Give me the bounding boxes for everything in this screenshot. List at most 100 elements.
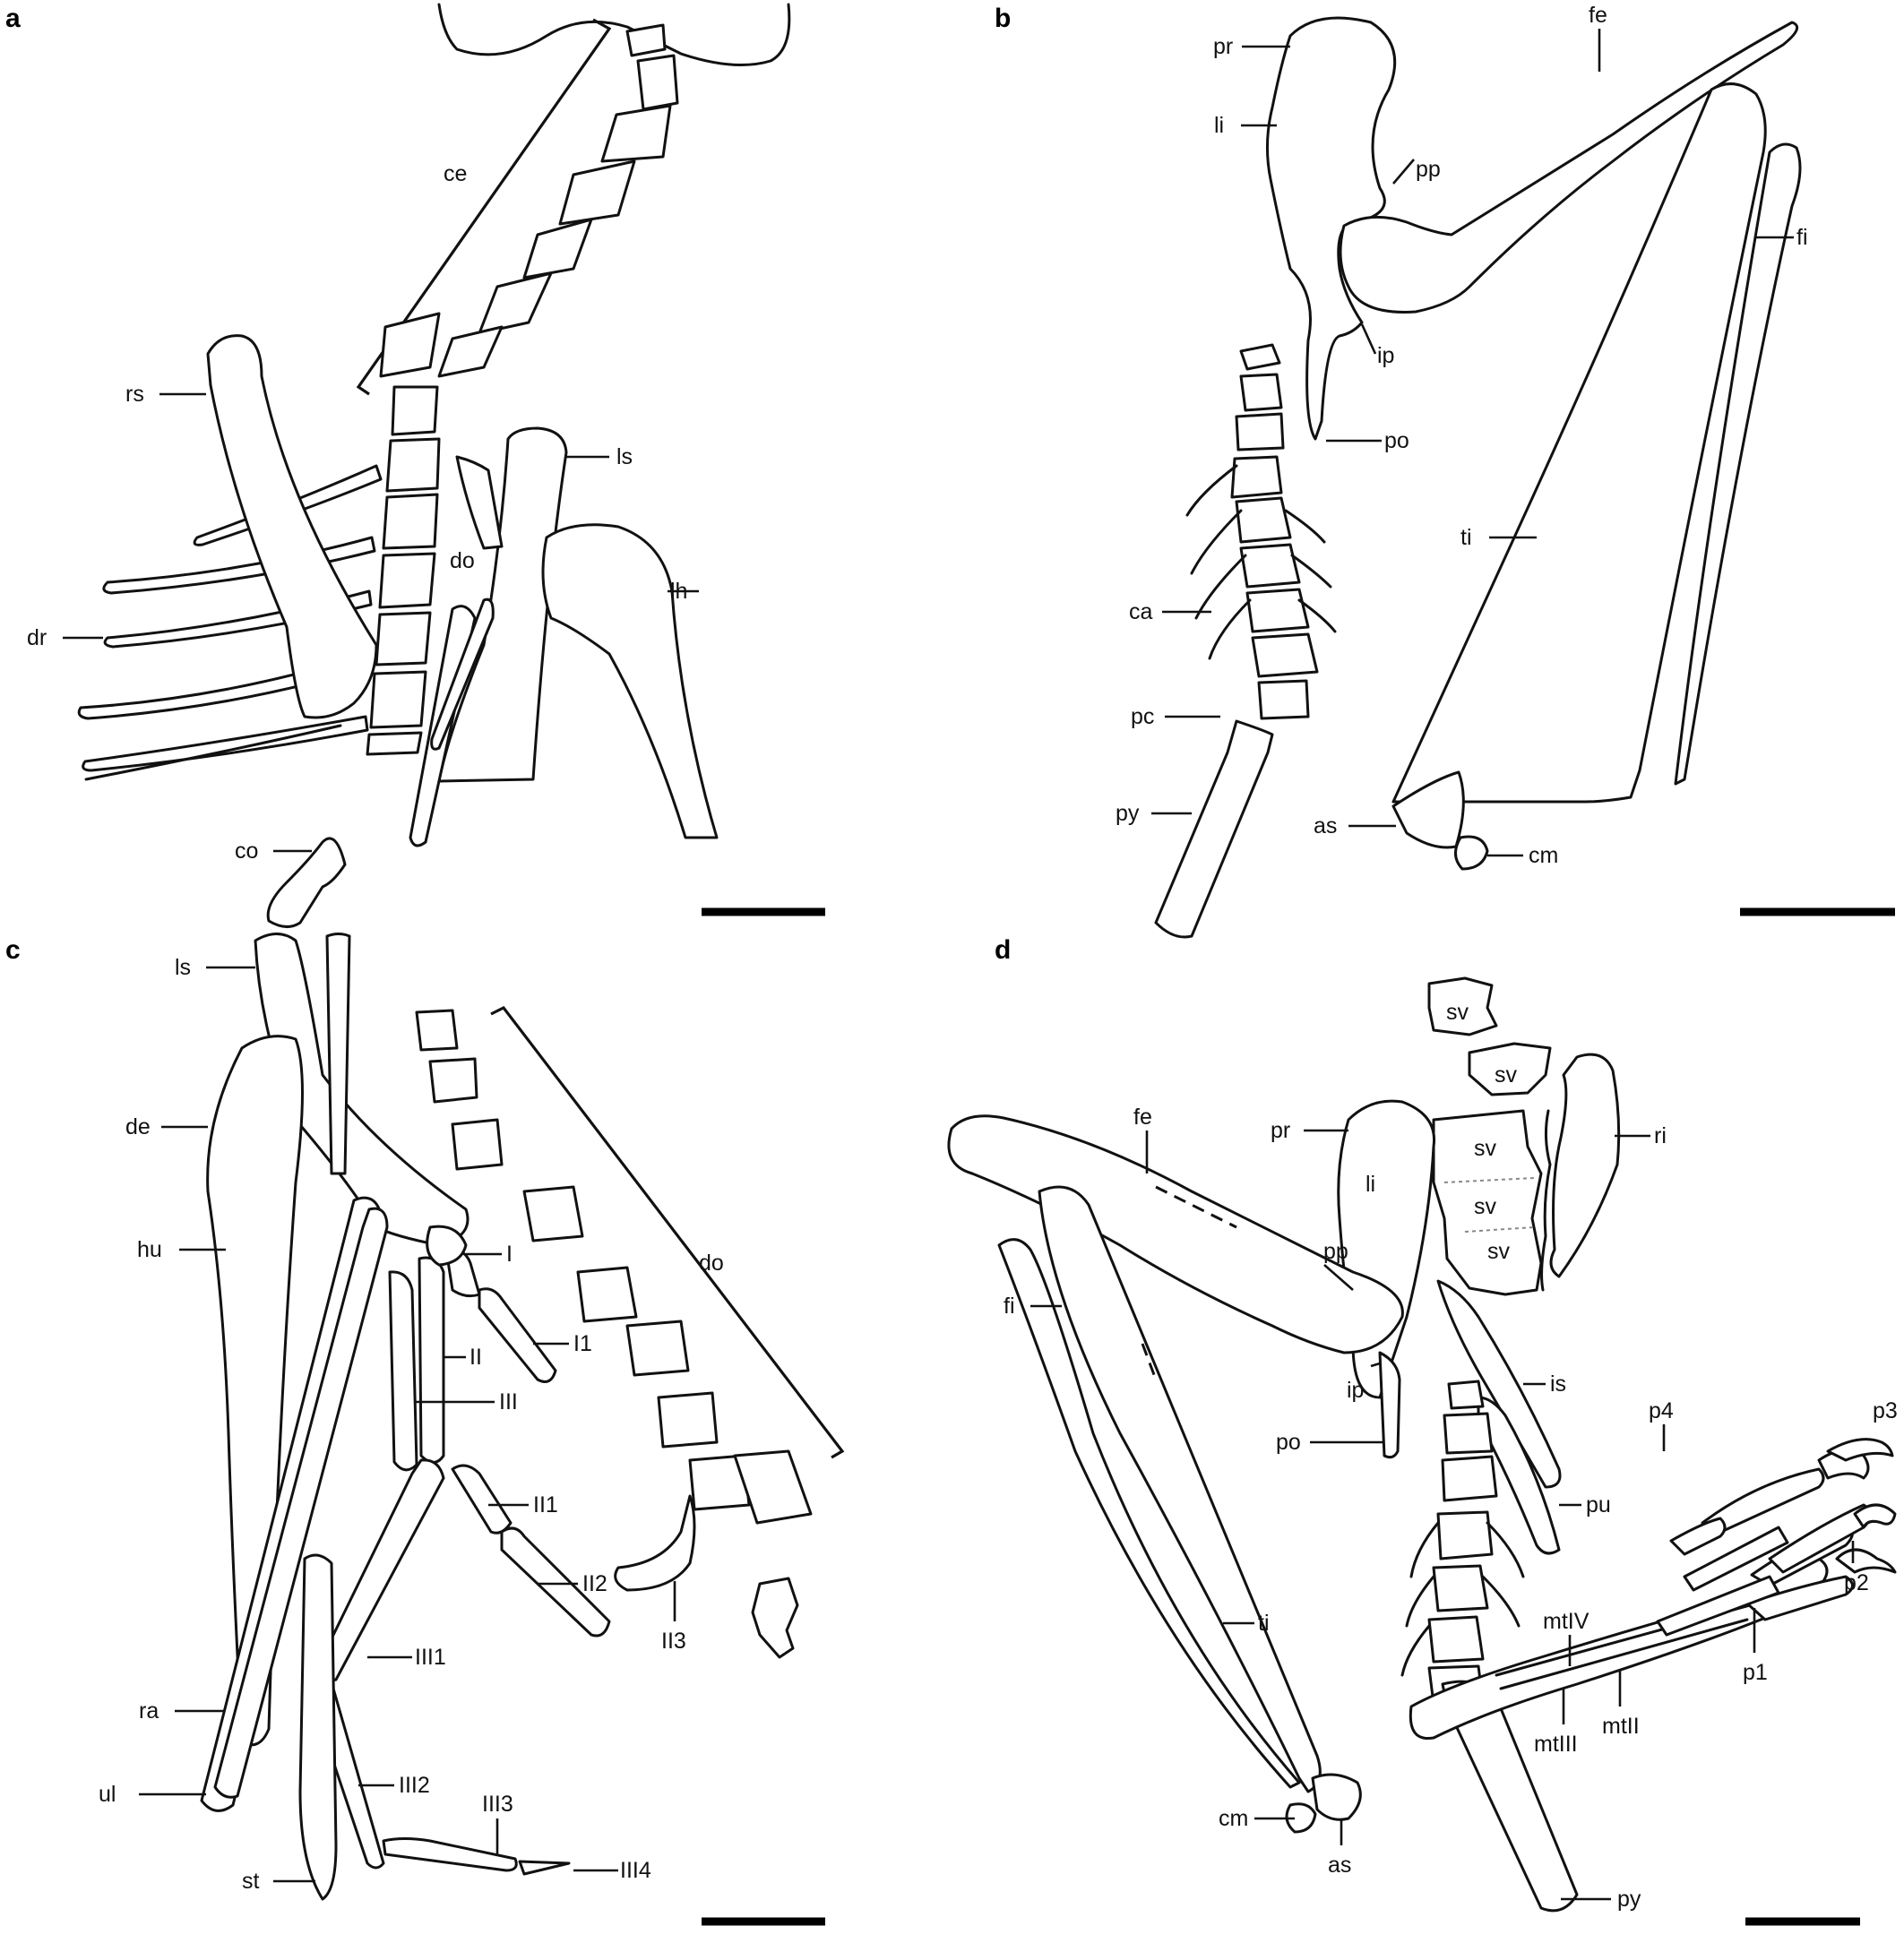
phalanx-II2 xyxy=(500,1526,611,1638)
phalanx-I1 xyxy=(478,1287,557,1383)
tibia xyxy=(1391,82,1767,804)
rib-d xyxy=(1549,1053,1621,1278)
label-sv-5: sv xyxy=(1487,1239,1511,1264)
femur xyxy=(1339,21,1799,314)
label-III: III xyxy=(499,1389,518,1414)
ungual-III4 xyxy=(518,1860,571,1876)
skull-outline xyxy=(437,3,791,66)
label-III3: III3 xyxy=(482,1792,513,1817)
tibia-dashed xyxy=(1141,1343,1158,1380)
label-st: st xyxy=(242,1869,260,1894)
coracoid xyxy=(266,837,347,928)
panel-b-labels: pr li pp fe fi ip po ti ca pc py as cm xyxy=(1116,3,1808,868)
ulna xyxy=(213,1207,389,1799)
label-I1: I1 xyxy=(573,1331,592,1356)
label-li: li xyxy=(1366,1172,1375,1197)
pes-digits xyxy=(1656,1438,1897,1637)
panel-b: b xyxy=(995,3,1895,939)
label-po: po xyxy=(1276,1430,1301,1455)
dorsal-bracket xyxy=(490,1005,845,1459)
panel-d: d xyxy=(947,935,1898,1926)
phalanx-III3 xyxy=(382,1837,518,1872)
label-mtIII: mtIII xyxy=(1534,1732,1578,1757)
label-pp: pp xyxy=(1323,1239,1348,1264)
label-as: as xyxy=(1328,1853,1351,1878)
label-p2: p2 xyxy=(1844,1570,1869,1595)
right-scapula xyxy=(206,334,378,719)
panel-c-labels: co ls de hu do I I1 II III II1 II2 II3 I… xyxy=(99,838,724,1894)
label-hu: hu xyxy=(137,1237,162,1262)
label-II2: II2 xyxy=(582,1571,607,1596)
cervical-bracket xyxy=(356,18,612,396)
label-fe: fe xyxy=(1133,1105,1152,1130)
synsacrum xyxy=(1432,1109,1543,1296)
clavicle-element xyxy=(455,455,504,550)
pygostyle xyxy=(1154,719,1274,939)
dorsal-vertebrae-c xyxy=(415,1009,813,1659)
metacarpal-II xyxy=(418,1256,445,1464)
label-de: de xyxy=(125,1114,151,1139)
label-ca: ca xyxy=(1129,599,1153,624)
phalanx-II1 xyxy=(451,1464,513,1535)
label-ra: ra xyxy=(139,1698,159,1724)
left-scapula xyxy=(437,426,568,783)
sacral-vertebra-1 xyxy=(1427,976,1498,1036)
left-humerus xyxy=(541,523,719,839)
label-sv-1: sv xyxy=(1446,1000,1469,1025)
postacetabular xyxy=(1378,1351,1401,1459)
dorsal-vertebrae xyxy=(366,385,441,756)
label-III2: III2 xyxy=(399,1773,430,1798)
label-II3: II3 xyxy=(661,1629,686,1654)
label-III4: III4 xyxy=(620,1858,651,1883)
calcaneum xyxy=(1454,835,1489,871)
label-p3: p3 xyxy=(1873,1398,1898,1423)
label-pc: pc xyxy=(1131,704,1154,729)
label-pp: pp xyxy=(1416,157,1441,182)
label-do: do xyxy=(450,548,475,573)
cervical-vertebrae xyxy=(379,23,679,378)
label-cm: cm xyxy=(1529,843,1558,868)
sacral-vertebra-2 xyxy=(1468,1042,1552,1096)
humerus xyxy=(206,1035,304,1747)
label-lh: lh xyxy=(670,579,687,604)
ischium xyxy=(1436,1279,1562,1489)
label-III1: III1 xyxy=(415,1645,446,1670)
sternum xyxy=(298,1553,338,1901)
label-sv-4: sv xyxy=(1474,1194,1497,1219)
label-is: is xyxy=(1550,1371,1566,1397)
panel-b-letter: b xyxy=(995,4,1011,33)
label-I: I xyxy=(506,1242,513,1267)
fibula-d xyxy=(997,1238,1301,1789)
label-pu: pu xyxy=(1586,1492,1611,1517)
label-fi: fi xyxy=(1796,225,1808,250)
metacarpal-III xyxy=(388,1270,418,1472)
label-pr: pr xyxy=(1271,1118,1290,1143)
label-p4: p4 xyxy=(1649,1398,1674,1423)
panel-d-letter: d xyxy=(995,935,1011,965)
label-sv-2: sv xyxy=(1495,1062,1518,1088)
label-py: py xyxy=(1617,1887,1641,1912)
label-pr: pr xyxy=(1213,34,1233,59)
label-do: do xyxy=(699,1251,724,1276)
label-co: co xyxy=(235,838,258,864)
femur-dashed xyxy=(1155,1185,1237,1229)
caudal-vertebrae xyxy=(1185,343,1337,720)
label-ce: ce xyxy=(444,161,467,186)
furcula-ramus xyxy=(325,933,351,1175)
label-mtIV: mtIV xyxy=(1543,1609,1590,1634)
femur-d xyxy=(947,1114,1404,1354)
label-cm: cm xyxy=(1219,1806,1248,1831)
label-ip: ip xyxy=(1377,343,1394,368)
ungual-II3 xyxy=(614,1494,696,1592)
label-dr: dr xyxy=(27,625,47,650)
label-ri: ri xyxy=(1654,1123,1667,1148)
label-ul: ul xyxy=(99,1782,116,1807)
astragalus xyxy=(1391,770,1465,849)
label-fe: fe xyxy=(1589,3,1607,28)
label-ip: ip xyxy=(1347,1378,1364,1403)
label-sv-3: sv xyxy=(1474,1136,1497,1161)
panel-c: c xyxy=(5,837,845,1926)
label-II: II xyxy=(470,1345,482,1370)
ilium xyxy=(1265,16,1397,441)
